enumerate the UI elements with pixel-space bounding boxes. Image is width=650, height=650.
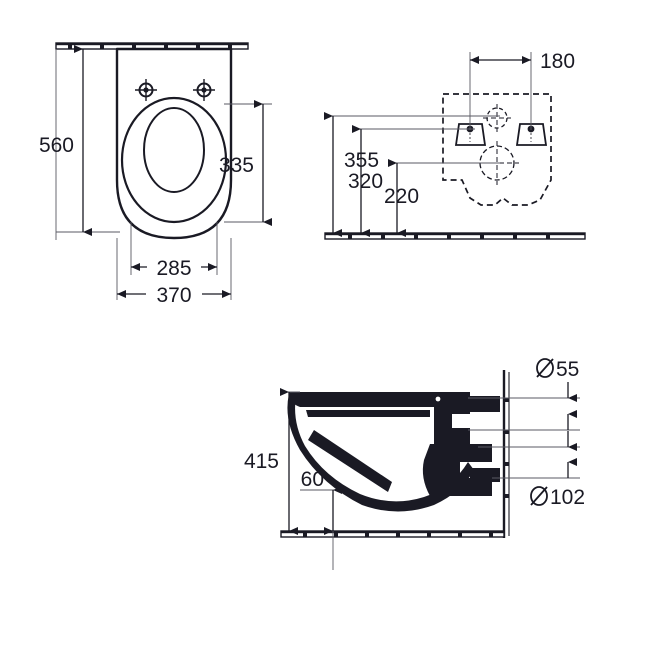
section-floor-hatch-band: [280, 530, 505, 538]
elevation-dimension-220: 220: [384, 159, 419, 237]
elevation-small-outlet-circle: [483, 104, 511, 132]
section-dim-d55-label: 55: [556, 358, 579, 381]
section-dim-d102-label: 102: [550, 486, 585, 509]
plan-fixing-bolt-right: [193, 79, 215, 101]
section-dimension-d102: 102: [530, 431, 585, 509]
section-view: 415 60 mm 55: [244, 358, 585, 570]
plan-dimension-370: 370: [117, 282, 231, 307]
elevation-dim-320-label: 320: [348, 170, 383, 193]
section-wall-line: [502, 370, 510, 538]
section-dimension-d55: mm 55: [536, 358, 579, 430]
elevation-dimension-180: 180: [470, 50, 575, 73]
plan-wall-hatch-band: [55, 42, 249, 50]
plan-dimension-335: 335: [219, 100, 272, 226]
section-dimension-415: 415: [244, 388, 298, 535]
plan-dim-560-label: 560: [39, 134, 74, 157]
elevation-floor-hatch-band: [324, 232, 586, 240]
elevation-large-outlet-circle: [475, 141, 519, 185]
plan-view: 560 335 285 370: [39, 42, 272, 307]
elevation-bolt-pad-left: [454, 123, 487, 146]
section-dim-415-label: 415: [244, 450, 279, 473]
elevation-dim-220-label: 220: [384, 185, 419, 208]
diameter-symbol-102: [530, 486, 548, 506]
elevation-pan-outline-dashed: [442, 93, 552, 206]
section-dim-60-label: 60: [301, 468, 324, 491]
section-pan-body: [287, 392, 500, 512]
plan-dim-370-label: 370: [156, 284, 191, 307]
plan-dimension-285: 285: [131, 255, 217, 280]
elevation-extension-lines: [325, 52, 532, 164]
plan-dim-335-label: 335: [219, 154, 254, 177]
plan-fixing-bolt-left: [135, 79, 157, 101]
plan-dimension-560: 560: [39, 45, 92, 236]
section-dimension-60: 60: [301, 468, 342, 535]
elevation-bolt-pad-right: [515, 123, 548, 146]
elevation-view: 180 355 320 220: [324, 50, 586, 240]
elevation-dim-180-label: 180: [540, 50, 575, 73]
elevation-dimension-320: 320: [348, 125, 383, 237]
diameter-symbol-55: [536, 358, 554, 378]
plan-bowl-inner: [143, 107, 205, 193]
plan-dim-285-label: 285: [156, 257, 191, 280]
